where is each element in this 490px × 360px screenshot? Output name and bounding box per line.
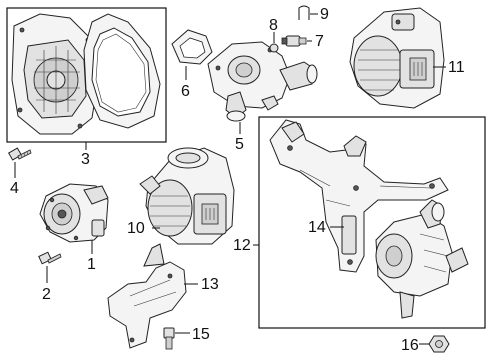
- callout-12: 12: [233, 237, 251, 254]
- callout-1: 1: [87, 256, 96, 273]
- electric-pump-11: [349, 7, 445, 109]
- sensor-7: [281, 35, 307, 47]
- callout-3: 3: [81, 151, 90, 168]
- aux-pump: [375, 199, 469, 319]
- bracket-assembly-group-box: [253, 116, 486, 329]
- callout-4: 4: [10, 180, 19, 197]
- callout-11: 11: [448, 59, 465, 76]
- callout-13: 13: [201, 276, 219, 293]
- nut-16: [428, 335, 450, 353]
- callout-7: 7: [315, 33, 324, 50]
- callout-15: 15: [192, 326, 210, 343]
- callout-16: 16: [401, 337, 419, 354]
- callout-5: 5: [235, 136, 244, 153]
- pump-cover-plate: [11, 13, 99, 135]
- housing-5: [207, 41, 318, 122]
- callout-2: 2: [42, 286, 51, 303]
- bolt-15: [163, 327, 175, 350]
- bracket-14: [269, 119, 449, 273]
- pump-body-1: [39, 183, 109, 243]
- clip-9: [298, 5, 310, 20]
- callout-14: 14: [308, 219, 326, 236]
- pump-gasket: [83, 13, 161, 129]
- callout-10: 10: [127, 220, 145, 237]
- cover-gasket-group-box: [6, 7, 167, 150]
- fitting-8: [269, 43, 279, 53]
- callout-6: 6: [181, 83, 190, 100]
- bolt-4: [7, 147, 32, 161]
- bolt-2: [38, 251, 62, 265]
- gasket-6: [171, 29, 213, 65]
- electric-pump-10: [139, 147, 235, 245]
- bracket-13: [107, 243, 187, 349]
- callout-8: 8: [269, 17, 278, 34]
- callout-9: 9: [320, 6, 329, 23]
